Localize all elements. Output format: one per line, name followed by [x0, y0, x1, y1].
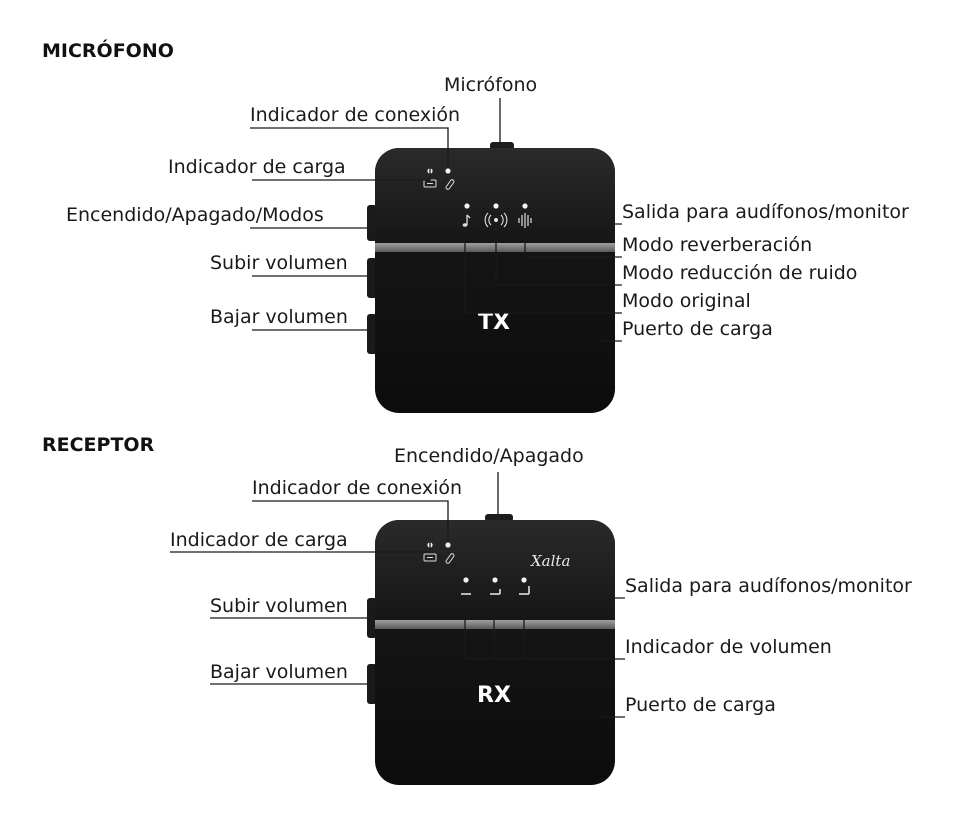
- power-modes-label: Encendido/Apagado/Modos: [66, 204, 324, 226]
- volume-indicator-label: Indicador de volumen: [625, 636, 832, 658]
- transmitter-volume-down-button: [367, 314, 377, 354]
- volume-led-2: [492, 577, 498, 583]
- transmitter-band: [375, 243, 615, 252]
- original-mode-led: [464, 203, 470, 209]
- note-icon: [462, 214, 471, 227]
- transmitter-device: TX: [367, 142, 615, 413]
- microphone-label: Micrófono: [444, 74, 537, 96]
- receiver-device: Xalta RX: [367, 514, 615, 785]
- reverb-mode-led: [522, 203, 528, 209]
- transmitter-leader-lines: [250, 98, 622, 342]
- volume-led-3: [521, 577, 527, 583]
- battery-icon: [423, 553, 437, 562]
- receiver-charge-indicator-label: Indicador de carga: [170, 529, 348, 551]
- noise-reduction-mode-label: Modo reducción de ruido: [622, 262, 857, 284]
- transmitter-connection-indicator-label: Indicador de conexión: [250, 104, 460, 126]
- volume-led-1: [463, 577, 469, 583]
- receiver-connection-indicator-label: Indicador de conexión: [252, 477, 462, 499]
- receiver-section-title: RECEPTOR: [42, 434, 155, 456]
- power-label: Encendido/Apagado: [394, 445, 584, 467]
- volume-level-icon: [461, 586, 530, 595]
- receiver-headphone-out-label: Salida para audífonos/monitor: [625, 575, 912, 597]
- transmitter-volume-up-button: [367, 258, 377, 298]
- transmitter-volume-down-label: Bajar volumen: [210, 306, 348, 328]
- receiver-leader-lines: [170, 472, 625, 718]
- transmitter-headphone-out-label: Salida para audífonos/monitor: [622, 201, 909, 223]
- transmitter-section-title: MICRÓFONO: [42, 38, 174, 62]
- noise-reduction-mode-led: [493, 203, 499, 209]
- brand-logo: Xalta: [530, 552, 570, 570]
- transmitter-power-button: [367, 205, 377, 241]
- transmitter-top-panel: [375, 148, 615, 243]
- receiver-band: [375, 620, 615, 629]
- reverb-mode-label: Modo reverberación: [622, 234, 812, 256]
- transmitter-volume-up-label: Subir volumen: [210, 252, 348, 274]
- original-mode-label: Modo original: [622, 290, 751, 312]
- transmitter-charging-port-label: Puerto de carga: [622, 318, 773, 340]
- receiver-charging-port-label: Puerto de carga: [625, 694, 776, 716]
- link-icon: [445, 553, 455, 564]
- receiver-volume-down-label: Bajar volumen: [210, 661, 348, 683]
- receiver-volume-up-button: [367, 598, 377, 638]
- transmitter-connection-led: [445, 168, 451, 174]
- sound-bars-icon: [518, 213, 532, 228]
- transmitter-device-tag: TX: [478, 310, 510, 335]
- receiver-volume-up-label: Subir volumen: [210, 595, 348, 617]
- receiver-device-tag: RX: [477, 683, 511, 708]
- receiver-volume-down-button: [367, 664, 377, 704]
- receiver-top-panel: [375, 520, 615, 620]
- radio-waves-icon: [484, 212, 508, 228]
- link-icon: [445, 179, 455, 190]
- transmitter-charge-indicator-label: Indicador de carga: [168, 156, 346, 178]
- receiver-connection-led: [445, 542, 451, 548]
